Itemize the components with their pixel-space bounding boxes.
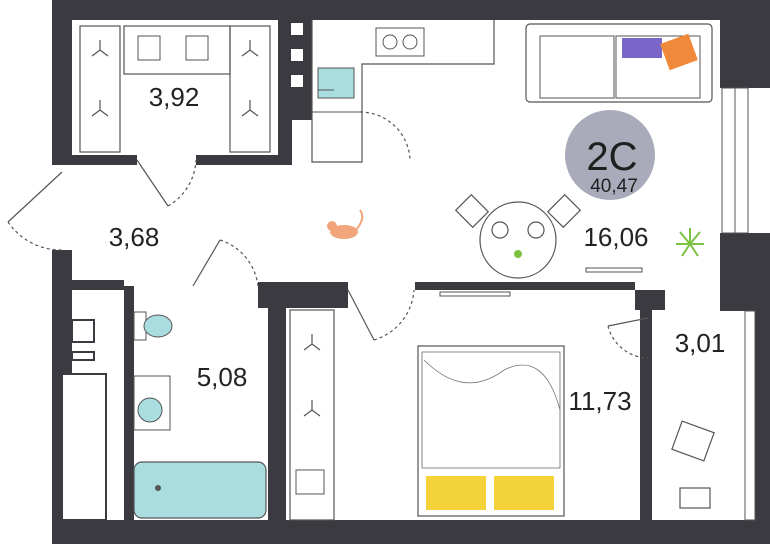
tv-icon [585, 267, 643, 273]
toilet-icon [133, 311, 173, 341]
room-area-wardrobe: 3,92 [149, 82, 200, 112]
bed-icon [417, 345, 565, 517]
laptop-icon [679, 487, 711, 509]
bedroom-wardrobe [289, 309, 335, 521]
doors [7, 111, 649, 359]
washbasin-icon [133, 375, 171, 431]
room-area-living-kitchen: 16,06 [583, 222, 648, 252]
tv-icon [439, 291, 511, 297]
kitchen-area [311, 20, 495, 163]
windows [721, 87, 756, 521]
hanger-icon [91, 40, 259, 117]
plant-icon [676, 228, 704, 257]
room-area-balcony: 3,01 [675, 328, 726, 358]
pillow [494, 476, 554, 510]
appliance-icon [295, 469, 325, 495]
stove-icon [375, 27, 425, 57]
appliance-icon [137, 35, 161, 61]
apartment-type-code: 2C [586, 135, 637, 179]
cushion-orange [660, 33, 698, 71]
room-area-bathroom: 5,08 [197, 362, 248, 392]
balcony-furniture [671, 420, 715, 509]
shaft [61, 373, 107, 521]
walls [52, 0, 770, 544]
dining-table-icon [454, 193, 582, 279]
bathtub-icon [133, 461, 267, 519]
kitchen-sink-icon [317, 67, 355, 99]
bathroom-fixtures [133, 311, 267, 519]
badge-circle [565, 110, 655, 200]
cushion-purple [622, 38, 662, 58]
cat-icon [327, 209, 364, 239]
room-area-bedroom: 11,73 [568, 386, 631, 416]
washing-machine-shelf [123, 25, 231, 75]
pillow [426, 476, 486, 510]
appliance-icon [185, 35, 209, 61]
apartment-badge: 2C 40,47 [565, 110, 655, 200]
room-area-hallway: 3,68 [109, 222, 160, 252]
sofa-icon [525, 23, 713, 103]
chair-icon [671, 420, 715, 462]
hanger-icon [303, 334, 321, 417]
apartment-total-area: 40,47 [590, 176, 638, 197]
wardrobe-room [72, 20, 278, 155]
wall-niches [71, 21, 305, 361]
